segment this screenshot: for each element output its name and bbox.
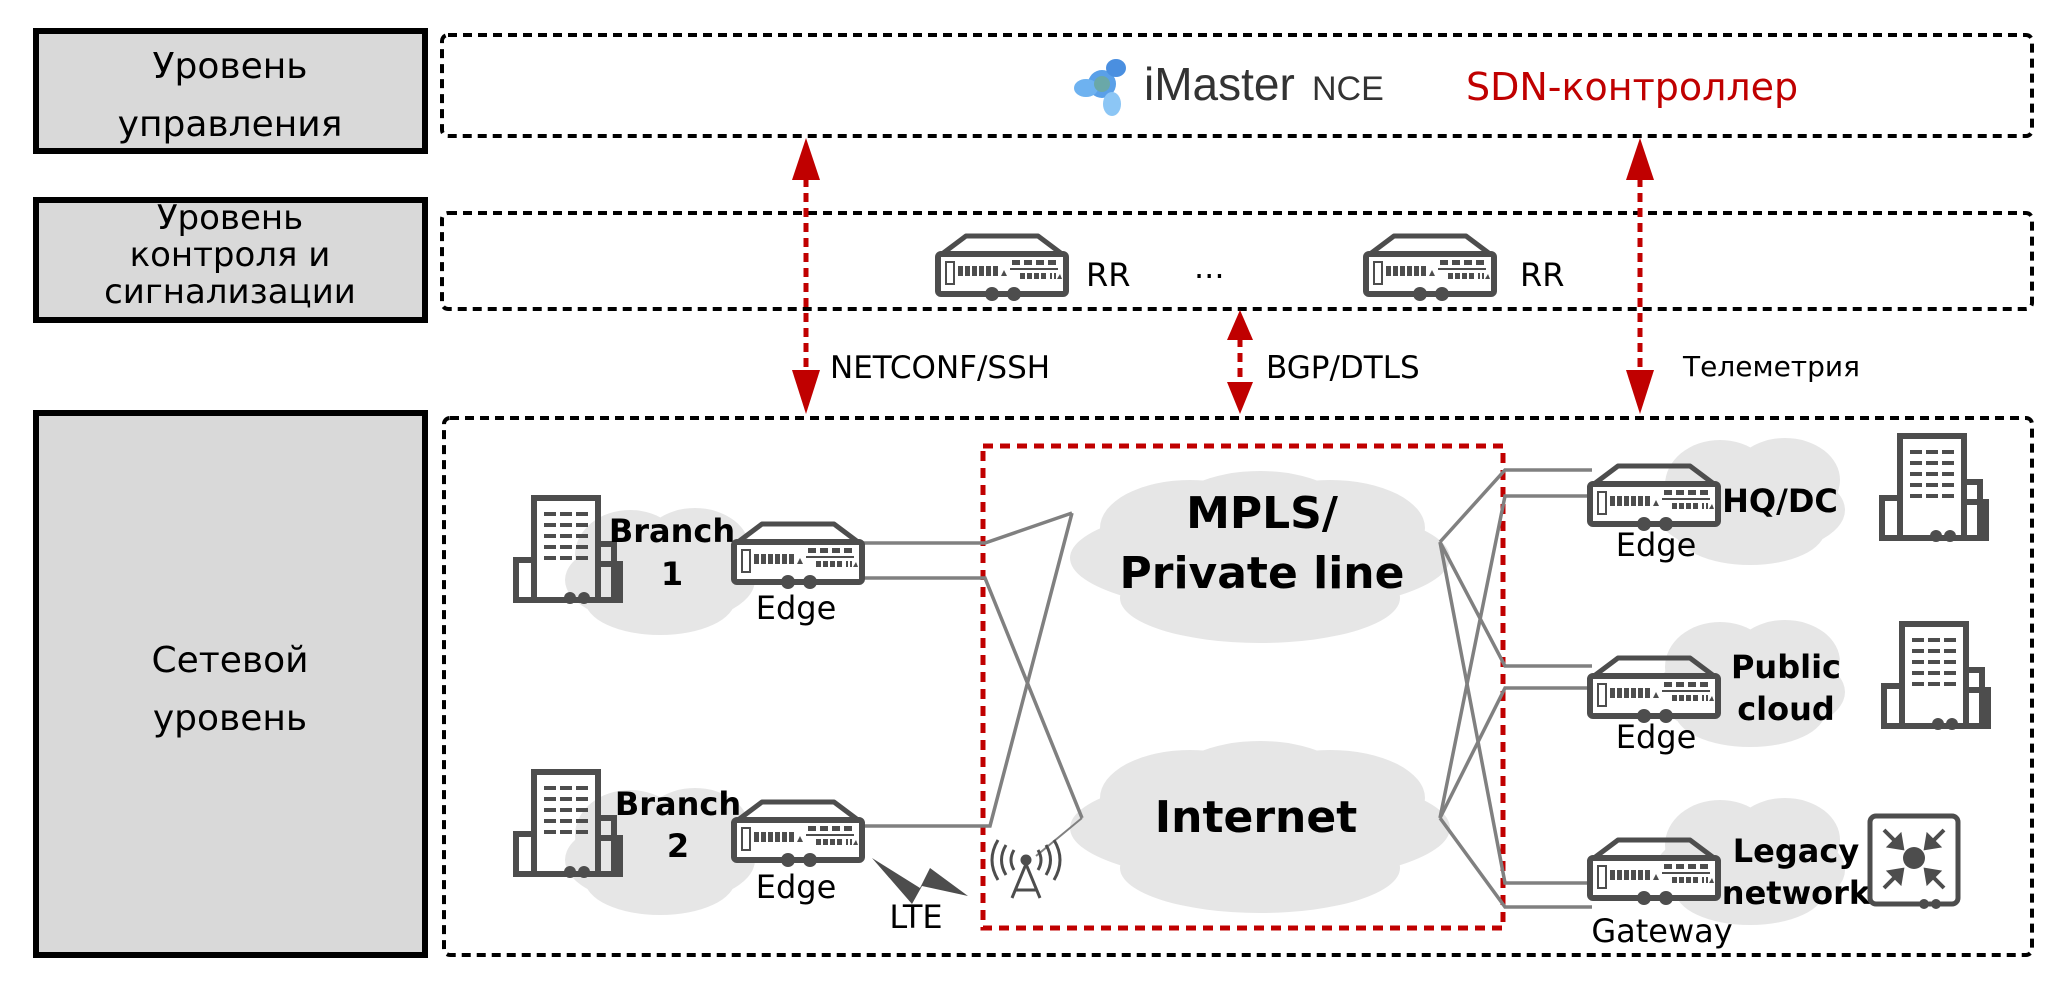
rr-label-right: RR xyxy=(1520,256,1564,294)
control-layer-box xyxy=(440,211,2034,311)
branch1-label-line2: 1 xyxy=(661,555,683,593)
level-network-line2: уровень xyxy=(153,698,307,739)
hq-device-label: Edge xyxy=(1616,526,1697,564)
cell-tower-icon xyxy=(990,839,1062,899)
internet-label: Internet xyxy=(1155,792,1357,843)
legacy-switch-icon xyxy=(1867,813,1961,909)
mpls-label-line1: MPLS/ xyxy=(1186,488,1339,539)
netconf-label: NETCONF/SSH xyxy=(830,350,1050,386)
public-cloud-label-line1: Public xyxy=(1731,648,1841,686)
bgp-label: BGP/DTLS xyxy=(1266,350,1420,386)
branch2-device-label: Edge xyxy=(756,868,837,906)
public-cloud-building-icon xyxy=(1884,624,1988,730)
level-box-control: Уровень контроля и сигнализации xyxy=(33,197,428,323)
bgp-arrow xyxy=(1227,310,1253,414)
rr-router-icon-left xyxy=(938,236,1066,301)
legacy-label-line1: Legacy xyxy=(1733,832,1860,870)
wan-links xyxy=(862,468,1592,909)
branch1-label-line1: Branch xyxy=(609,512,735,550)
branch2-label-line1: Branch xyxy=(615,785,741,823)
branch1-edge-router-icon xyxy=(734,524,862,589)
management-layer-box xyxy=(440,33,2034,138)
level-management-line2: управления xyxy=(118,104,343,145)
imaster-nce-logo-icon xyxy=(1074,59,1126,116)
branch2-label-line2: 2 xyxy=(667,827,689,865)
rr-router-icon-right xyxy=(1366,236,1494,301)
public-cloud-label-line2: cloud xyxy=(1737,690,1835,728)
telemetry-label: Телеметрия xyxy=(1682,350,1860,383)
controller-brand: iMaster xyxy=(1144,58,1295,110)
hq-building-icon xyxy=(1882,436,1986,542)
controller-brand-sub: NCE xyxy=(1312,70,1384,108)
hq-label: HQ/DC xyxy=(1722,482,1838,520)
branch1-device-label: Edge xyxy=(756,589,837,627)
branch2-edge-router-icon xyxy=(734,802,862,867)
public-cloud-device-label: Edge xyxy=(1616,718,1697,756)
rr-label-left: RR xyxy=(1086,256,1130,294)
level-management-line1: Уровень xyxy=(153,46,308,87)
level-control-line1: Уровень xyxy=(157,198,303,238)
transport-network-box xyxy=(980,443,1506,931)
level-control-line2: контроля и xyxy=(130,235,331,275)
lte-label: LTE xyxy=(889,898,942,936)
network-layer-box xyxy=(442,416,2034,957)
netconf-arrow xyxy=(792,138,820,414)
controller-role-label: SDN-контроллер xyxy=(1466,65,1798,109)
legacy-device-label: Gateway xyxy=(1591,912,1732,950)
legacy-label-line2: network xyxy=(1722,874,1871,912)
rr-ellipsis: ... xyxy=(1194,248,1225,286)
level-network-line1: Сетевой xyxy=(151,640,308,681)
level-box-network: Сетевой уровень xyxy=(33,410,428,958)
telemetry-arrow xyxy=(1626,138,1654,414)
level-box-management: Уровень управления xyxy=(33,28,428,154)
level-control-line3: сигнализации xyxy=(104,272,356,312)
mpls-label-line2: Private line xyxy=(1120,548,1405,599)
